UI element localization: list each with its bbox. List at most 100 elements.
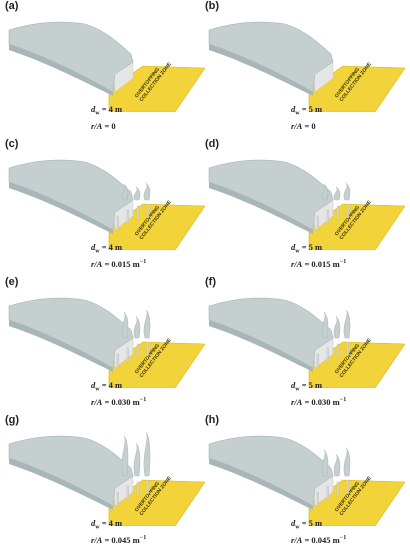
support-pile (116, 215, 119, 231)
panel-letter: (e) (5, 276, 19, 288)
depth-subscript: w (95, 524, 100, 531)
parameter-label: dw = 5 m r/A = 0 (291, 104, 322, 131)
panel-letter: (c) (5, 138, 19, 150)
support-pile (346, 479, 349, 495)
simulation-render: OVERTOPPINGCOLLECTION ZONE (8, 159, 205, 250)
splash-plume (321, 449, 329, 477)
depth-subscript: w (95, 248, 100, 255)
ratio-unit-exponent: −1 (139, 534, 147, 541)
support-pile (116, 353, 119, 369)
depth-value: = 5 m (301, 104, 323, 114)
splash-plume (143, 309, 151, 339)
ratio-symbol: r/A (91, 534, 103, 545)
water-side (9, 458, 113, 510)
parameter-label: dw = 4 m r/A = 0.045 m−1 (91, 518, 146, 545)
simulation-render: OVERTOPPINGCOLLECTION ZONE (208, 21, 405, 112)
splash-plume (333, 454, 341, 477)
support-pile (336, 343, 339, 359)
support-pile (316, 215, 319, 231)
splash-plume (121, 183, 129, 201)
support-pile (316, 491, 319, 507)
simulation-render: OVERTOPPINGCOLLECTION ZONE (8, 21, 205, 112)
simulation-render: OVERTOPPINGCOLLECTION ZONE (208, 435, 405, 526)
simulation-render: OVERTOPPINGCOLLECTION ZONE (8, 432, 205, 526)
support-pile (126, 485, 129, 501)
depth-value: = 4 m (101, 104, 123, 114)
support-pile (116, 491, 119, 507)
depth-symbol: d (91, 518, 96, 528)
ratio-value: = 0.015 m (104, 258, 140, 269)
support-pile (146, 341, 149, 357)
parameter-label: dw = 5 m r/A = 0.015 m−1 (291, 242, 346, 269)
ratio-symbol: r/A (91, 258, 103, 269)
support-pile (326, 347, 329, 363)
water-side (9, 320, 113, 372)
water-surface (208, 21, 334, 93)
ratio-value: = 0.030 m (104, 396, 140, 407)
water-side (9, 182, 113, 234)
splash-plume (133, 186, 141, 201)
support-pile (326, 485, 329, 501)
support-pile (336, 481, 339, 497)
water-surface (8, 159, 134, 231)
depth-symbol: d (291, 518, 296, 528)
water-surface (8, 297, 134, 369)
parameter-label: dw = 5 m r/A = 0.030 m−1 (291, 380, 346, 407)
water-surface (208, 159, 334, 231)
support-pile (136, 343, 139, 359)
support-pile (346, 341, 349, 357)
ratio-unit-exponent: −1 (139, 396, 147, 403)
depth-subscript: w (295, 386, 300, 393)
depth-subscript: w (295, 524, 300, 531)
ratio-symbol: r/A (291, 396, 303, 407)
depth-symbol: d (91, 104, 96, 114)
depth-symbol: d (291, 104, 296, 114)
depth-value: = 4 m (101, 242, 123, 252)
panel-f: (f) OVERTOPPINGCOLLECTION ZONE dw = 5 m … (205, 276, 405, 410)
panel-letter: (f) (205, 276, 216, 288)
water-side (209, 44, 313, 96)
support-pile (136, 481, 139, 497)
panel-letter: (b) (205, 0, 220, 12)
water-surface (208, 297, 334, 369)
depth-subscript: w (95, 386, 100, 393)
depth-value: = 5 m (301, 242, 323, 252)
depth-subscript: w (295, 110, 300, 117)
panel-h: (h) OVERTOPPINGCOLLECTION ZONE dw = 5 m … (205, 414, 405, 548)
splash-plume (333, 186, 341, 201)
support-pile (136, 205, 139, 221)
splash-plume (343, 309, 351, 339)
splash-plume (333, 316, 341, 339)
panel-g: (g) OVERTOPPINGCOLLECTION ZONE dw = 4 m … (5, 414, 205, 548)
panel-letter: (g) (5, 414, 20, 426)
ratio-unit-exponent: −1 (339, 258, 347, 265)
depth-value: = 5 m (301, 518, 323, 528)
splash-plume (121, 435, 129, 477)
panel-d: (d) OVERTOPPINGCOLLECTION ZONE dw = 5 m … (205, 138, 405, 272)
water-side (209, 182, 313, 234)
ratio-symbol: r/A (291, 120, 303, 131)
support-pile (146, 203, 149, 219)
depth-value: = 4 m (101, 518, 123, 528)
panel-letter: (d) (205, 138, 220, 150)
panel-a: (a) OVERTOPPINGCOLLECTION ZONE dw = 4 m … (5, 0, 205, 134)
ratio-value: = 0 (304, 120, 316, 131)
ratio-symbol: r/A (291, 534, 303, 545)
depth-symbol: d (91, 380, 96, 390)
panel-letter: (h) (205, 414, 220, 426)
support-pile (126, 209, 129, 225)
support-pile (126, 347, 129, 363)
simulation-render: OVERTOPPINGCOLLECTION ZONE (208, 297, 405, 388)
support-pile (336, 205, 339, 221)
splash-plume (143, 182, 151, 201)
parameter-label: dw = 4 m r/A = 0 (91, 104, 122, 131)
depth-symbol: d (91, 242, 96, 252)
ratio-value: = 0.015 m (304, 258, 340, 269)
ratio-unit-exponent: −1 (339, 396, 347, 403)
panel-b: (b) OVERTOPPINGCOLLECTION ZONE dw = 5 m … (205, 0, 405, 134)
support-pile (316, 353, 319, 369)
water-surface (8, 435, 134, 507)
splash-plume (121, 311, 129, 339)
water-surface (208, 435, 334, 507)
